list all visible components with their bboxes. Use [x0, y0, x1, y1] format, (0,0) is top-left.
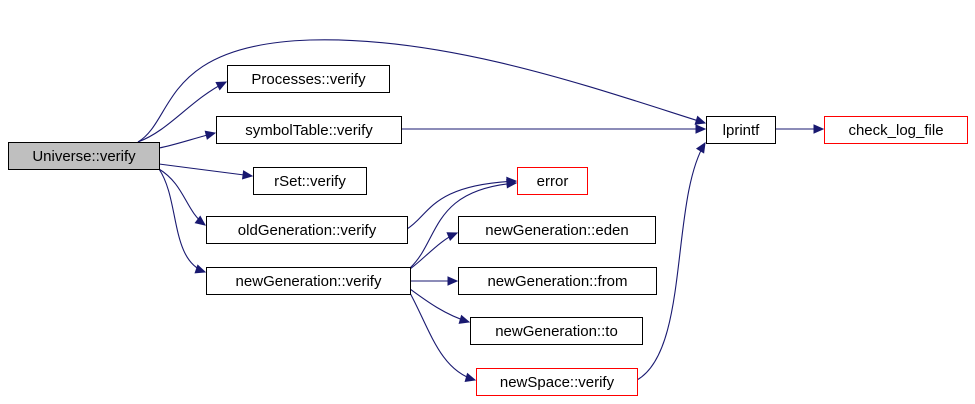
- node-rset_verify[interactable]: rSet::verify: [253, 167, 367, 195]
- arrowhead: [695, 124, 707, 134]
- node-box[interactable]: [824, 116, 968, 144]
- arrowhead: [464, 372, 477, 382]
- node-oldgeneration_verify[interactable]: oldGeneration::verify: [206, 216, 408, 244]
- node-box[interactable]: [206, 216, 408, 244]
- edge-universe_verify-to-symboltable_verify: [158, 130, 217, 149]
- node-label: error: [537, 173, 569, 190]
- arrowhead: [813, 124, 825, 134]
- node-newgeneration_verify[interactable]: newGeneration::verify: [206, 267, 411, 295]
- arrowhead: [695, 141, 706, 154]
- node-label: newSpace::verify: [500, 374, 615, 391]
- node-label: Universe::verify: [32, 148, 136, 165]
- node-box[interactable]: [706, 116, 776, 144]
- edge-symboltable_verify-to-lprintf: [400, 124, 707, 134]
- node-check_log_file[interactable]: check_log_file: [824, 116, 968, 144]
- node-box[interactable]: [227, 65, 390, 93]
- node-symboltable_verify[interactable]: symbolTable::verify: [216, 116, 402, 144]
- edge-line: [636, 142, 706, 381]
- node-label: newGeneration::verify: [236, 273, 382, 290]
- edge-newgeneration_verify-to-error: [409, 179, 518, 269]
- edge-universe_verify-to-lprintf: [137, 39, 707, 143]
- node-error[interactable]: error: [517, 167, 588, 195]
- edge-line: [158, 168, 206, 226]
- edge-universe_verify-to-newgeneration_verify: [158, 168, 207, 274]
- edge-line: [158, 163, 253, 177]
- edge-newspace_verify-to-lprintf: [636, 141, 706, 381]
- arrowhead: [506, 179, 518, 189]
- node-box[interactable]: [216, 116, 402, 144]
- node-box[interactable]: [8, 142, 160, 170]
- node-label: newGeneration::from: [487, 273, 627, 290]
- node-box[interactable]: [458, 267, 657, 295]
- edge-universe_verify-to-oldgeneration_verify: [158, 168, 206, 226]
- node-universe_verify[interactable]: Universe::verify: [8, 142, 160, 170]
- arrowhead: [458, 314, 471, 324]
- node-label: newGeneration::eden: [485, 222, 628, 239]
- edge-lprintf-to-check_log_file: [774, 124, 825, 134]
- node-box[interactable]: [517, 167, 588, 195]
- edge-line: [409, 292, 476, 381]
- node-label: newGeneration::to: [495, 323, 618, 340]
- node-label: rSet::verify: [274, 173, 346, 190]
- arrowhead: [694, 115, 707, 125]
- node-label: lprintf: [723, 122, 761, 139]
- edge-line: [409, 182, 517, 269]
- node-label: check_log_file: [848, 122, 943, 139]
- node-label: Processes::verify: [251, 71, 366, 88]
- edge-universe_verify-to-processes_verify: [137, 81, 228, 143]
- node-box[interactable]: [253, 167, 367, 195]
- node-box[interactable]: [206, 267, 411, 295]
- edge-line: [137, 39, 706, 143]
- edge-newgeneration_verify-to-newgeneration_to: [409, 288, 471, 324]
- arrowhead: [194, 215, 206, 226]
- arrowhead: [446, 232, 459, 242]
- edges-layer: [137, 39, 825, 382]
- edge-line: [158, 168, 206, 273]
- node-box[interactable]: [458, 216, 656, 244]
- edge-line: [137, 81, 227, 143]
- node-label: symbolTable::verify: [245, 122, 373, 139]
- node-newgeneration_from[interactable]: newGeneration::from: [458, 267, 657, 295]
- arrowhead: [194, 264, 207, 274]
- edge-newgeneration_verify-to-newgeneration_from: [410, 276, 459, 286]
- edge-universe_verify-to-rset_verify: [158, 163, 254, 180]
- nodes-layer: Universe::verify Processes::verifysymbolT…: [8, 65, 968, 396]
- arrowhead: [215, 81, 228, 91]
- arrowhead: [241, 170, 254, 180]
- node-newspace_verify[interactable]: newSpace::verify: [476, 368, 638, 396]
- arrowhead: [204, 130, 217, 140]
- node-label: oldGeneration::verify: [238, 222, 377, 239]
- node-box[interactable]: [470, 317, 643, 345]
- arrowhead: [447, 276, 459, 286]
- edge-newgeneration_verify-to-newgeneration_eden: [409, 232, 459, 270]
- node-lprintf[interactable]: lprintf: [706, 116, 776, 144]
- node-processes_verify[interactable]: Processes::verify: [227, 65, 390, 93]
- edge-line: [406, 180, 517, 230]
- node-newgeneration_to[interactable]: newGeneration::to: [470, 317, 643, 345]
- edge-newgeneration_verify-to-newspace_verify: [409, 292, 477, 382]
- node-newgeneration_eden[interactable]: newGeneration::eden: [458, 216, 656, 244]
- node-box[interactable]: [476, 368, 638, 396]
